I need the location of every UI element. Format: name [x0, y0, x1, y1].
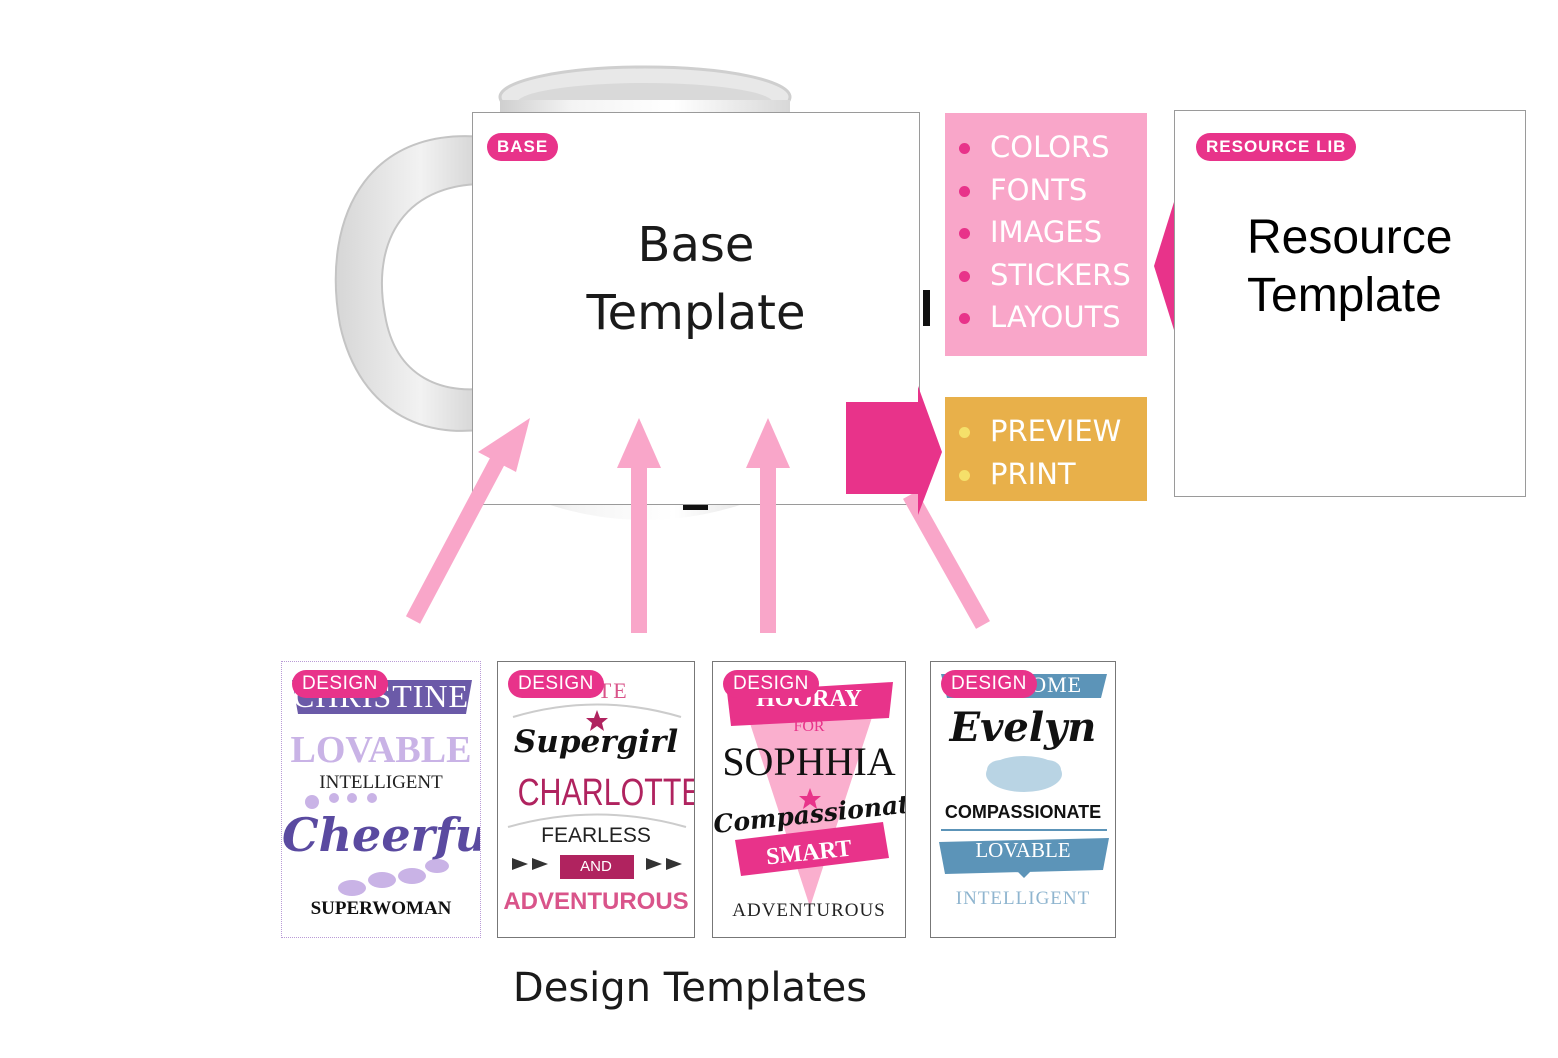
resource-template-title: Resource Template	[1247, 209, 1452, 325]
resource-list: COLORS FONTS IMAGES STICKERS LAYOUTS	[945, 113, 1147, 339]
resource-title-line-1: Resource	[1247, 209, 1452, 267]
list-item-layouts: LAYOUTS	[959, 296, 1147, 339]
resource-lib-badge: RESOURCE LIB	[1196, 133, 1356, 161]
output-arrow	[846, 386, 942, 515]
design-card-1: DESIGN CHRISTINE LOVABLE INTELLIGENT Che…	[281, 661, 481, 938]
design-line-compassionate: COMPASSIONATE	[931, 802, 1115, 823]
design-line-cheerful: Cheerful	[282, 808, 480, 862]
output-list-panel: PREVIEW PRINT	[945, 397, 1147, 501]
list-item-fonts: FONTS	[959, 169, 1147, 212]
arrow-1-shaft	[413, 460, 498, 620]
resource-title-line-2: Template	[1247, 267, 1452, 325]
design-templates-caption: Design Templates	[430, 965, 950, 1011]
design-card-3: DESIGN HOORAY FOR SOPHHIA Compassionate …	[712, 661, 906, 938]
list-item-print: PRINT	[959, 453, 1147, 496]
list-item-stickers: STICKERS	[959, 254, 1147, 297]
design-line-intelligent: INTELLIGENT	[282, 772, 480, 794]
design-line-lovable: LOVABLE	[282, 728, 480, 772]
design-line-adventurous: ADVENTUROUS	[498, 888, 694, 916]
design-line-lovable: LOVABLE	[931, 838, 1115, 863]
output-list: PREVIEW PRINT	[945, 397, 1147, 495]
arrow-2-head	[617, 418, 661, 468]
design-line-evelyn: Evelyn	[931, 704, 1115, 751]
list-item-images: IMAGES	[959, 211, 1147, 254]
design-badge: DESIGN	[508, 670, 604, 698]
list-item-colors: COLORS	[959, 126, 1147, 169]
arrow-1-head	[478, 418, 530, 472]
design-line-charlotte: CHARLOTTE	[518, 772, 675, 815]
design-line-and: AND	[498, 858, 694, 875]
design-line-adventurous: ADVENTUROUS	[713, 900, 905, 922]
list-item-preview: PREVIEW	[959, 410, 1147, 453]
resource-template-panel: RESOURCE LIB Resource Template	[1174, 110, 1526, 497]
arrow-3-head	[746, 418, 790, 468]
design-line-fearless: FEARLESS	[498, 824, 694, 848]
design-line-sophhia: SOPHHIA	[713, 738, 905, 785]
design-badge: DESIGN	[723, 670, 819, 698]
design-line-for: FOR	[713, 718, 905, 736]
design-badge: DESIGN	[292, 670, 388, 698]
resource-list-panel: COLORS FONTS IMAGES STICKERS LAYOUTS	[945, 113, 1147, 356]
design-line-intelligent: INTELLIGENT	[931, 888, 1115, 910]
design-card-2: DESIGN CUTE Supergirl CHARLOTTE FEARLESS…	[497, 661, 695, 938]
design-card-4: DESIGN WELCOME Evelyn COMPASSIONATE LOVA…	[930, 661, 1116, 938]
design-line-superwoman: SUPERWOMAN	[282, 898, 480, 920]
arrow-4-shaft	[910, 495, 983, 625]
design-line-supergirl: Supergirl	[498, 724, 694, 760]
design-badge: DESIGN	[941, 670, 1037, 698]
